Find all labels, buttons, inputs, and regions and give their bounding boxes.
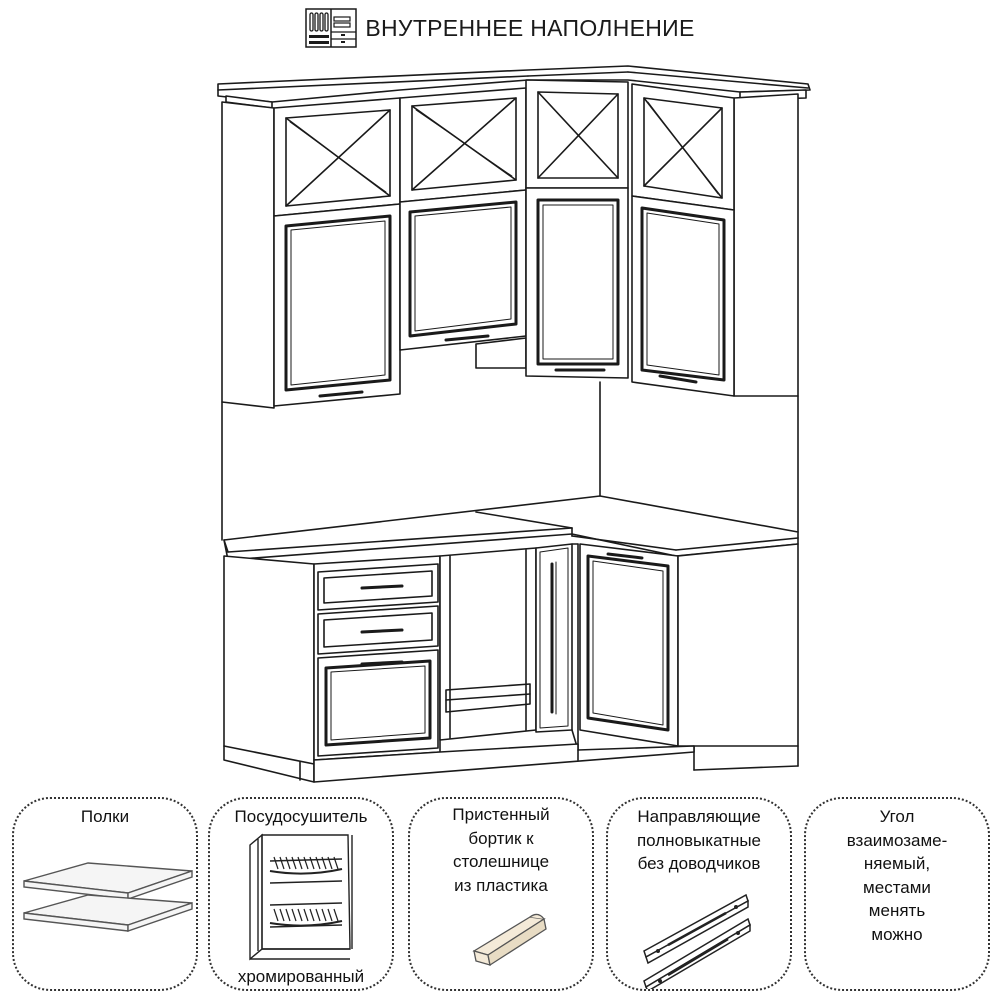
narrow-door [535, 543, 573, 733]
feature-shelves: Полки [12, 797, 198, 991]
feature-label: Посудосушитель [234, 807, 368, 826]
drawer-stack [313, 555, 441, 761]
page-title: ВНУТРЕННЕЕ НАПОЛНЕНИЕ [365, 14, 695, 41]
cabinet-interior-icon [305, 8, 358, 48]
upper-glass-door-4 [631, 83, 735, 211]
upper-glass-door-2 [399, 87, 527, 203]
shelves-icon [23, 862, 193, 932]
upper-right-side-panel [733, 93, 799, 397]
upper-glass-door-1 [273, 97, 401, 217]
open-niche [439, 547, 537, 741]
feature-caption: хромированный [237, 967, 365, 986]
feature-label: Пристенный бортик к столешнице из пласти… [452, 805, 550, 895]
feature-backsplash: Пристенный бортик к столешнице из пласти… [408, 797, 594, 991]
feature-label: Полки [80, 807, 130, 826]
dish-dryer-icon [249, 833, 353, 961]
upper-door-4 [631, 195, 735, 397]
feature-label: Угол взаимозаме- няемый, местами менять … [846, 807, 948, 944]
upper-door-1 [273, 203, 401, 407]
corner-door [579, 543, 679, 747]
feature-dish-dryer: Посудосушитель [208, 797, 394, 991]
upper-door-2 [399, 189, 527, 351]
feature-corner-interchangeable: Угол взаимозаме- няемый, местами менять … [804, 797, 990, 991]
drawer-slides-icon [643, 893, 751, 989]
corner-kitchen-drawing [217, 65, 811, 783]
feature-label: Направляющие полновыкатные без доводчико… [636, 807, 762, 873]
upper-left-side-panel [221, 101, 275, 409]
upper-glass-door-3 [525, 79, 629, 189]
upper-door-3 [525, 187, 629, 379]
plastic-backsplash-icon [472, 913, 547, 967]
page-header: ВНУТРЕННЕЕ НАПОЛНЕНИЕ [0, 8, 1000, 48]
feature-drawer-slides: Направляющие полновыкатные без доводчико… [606, 797, 792, 991]
